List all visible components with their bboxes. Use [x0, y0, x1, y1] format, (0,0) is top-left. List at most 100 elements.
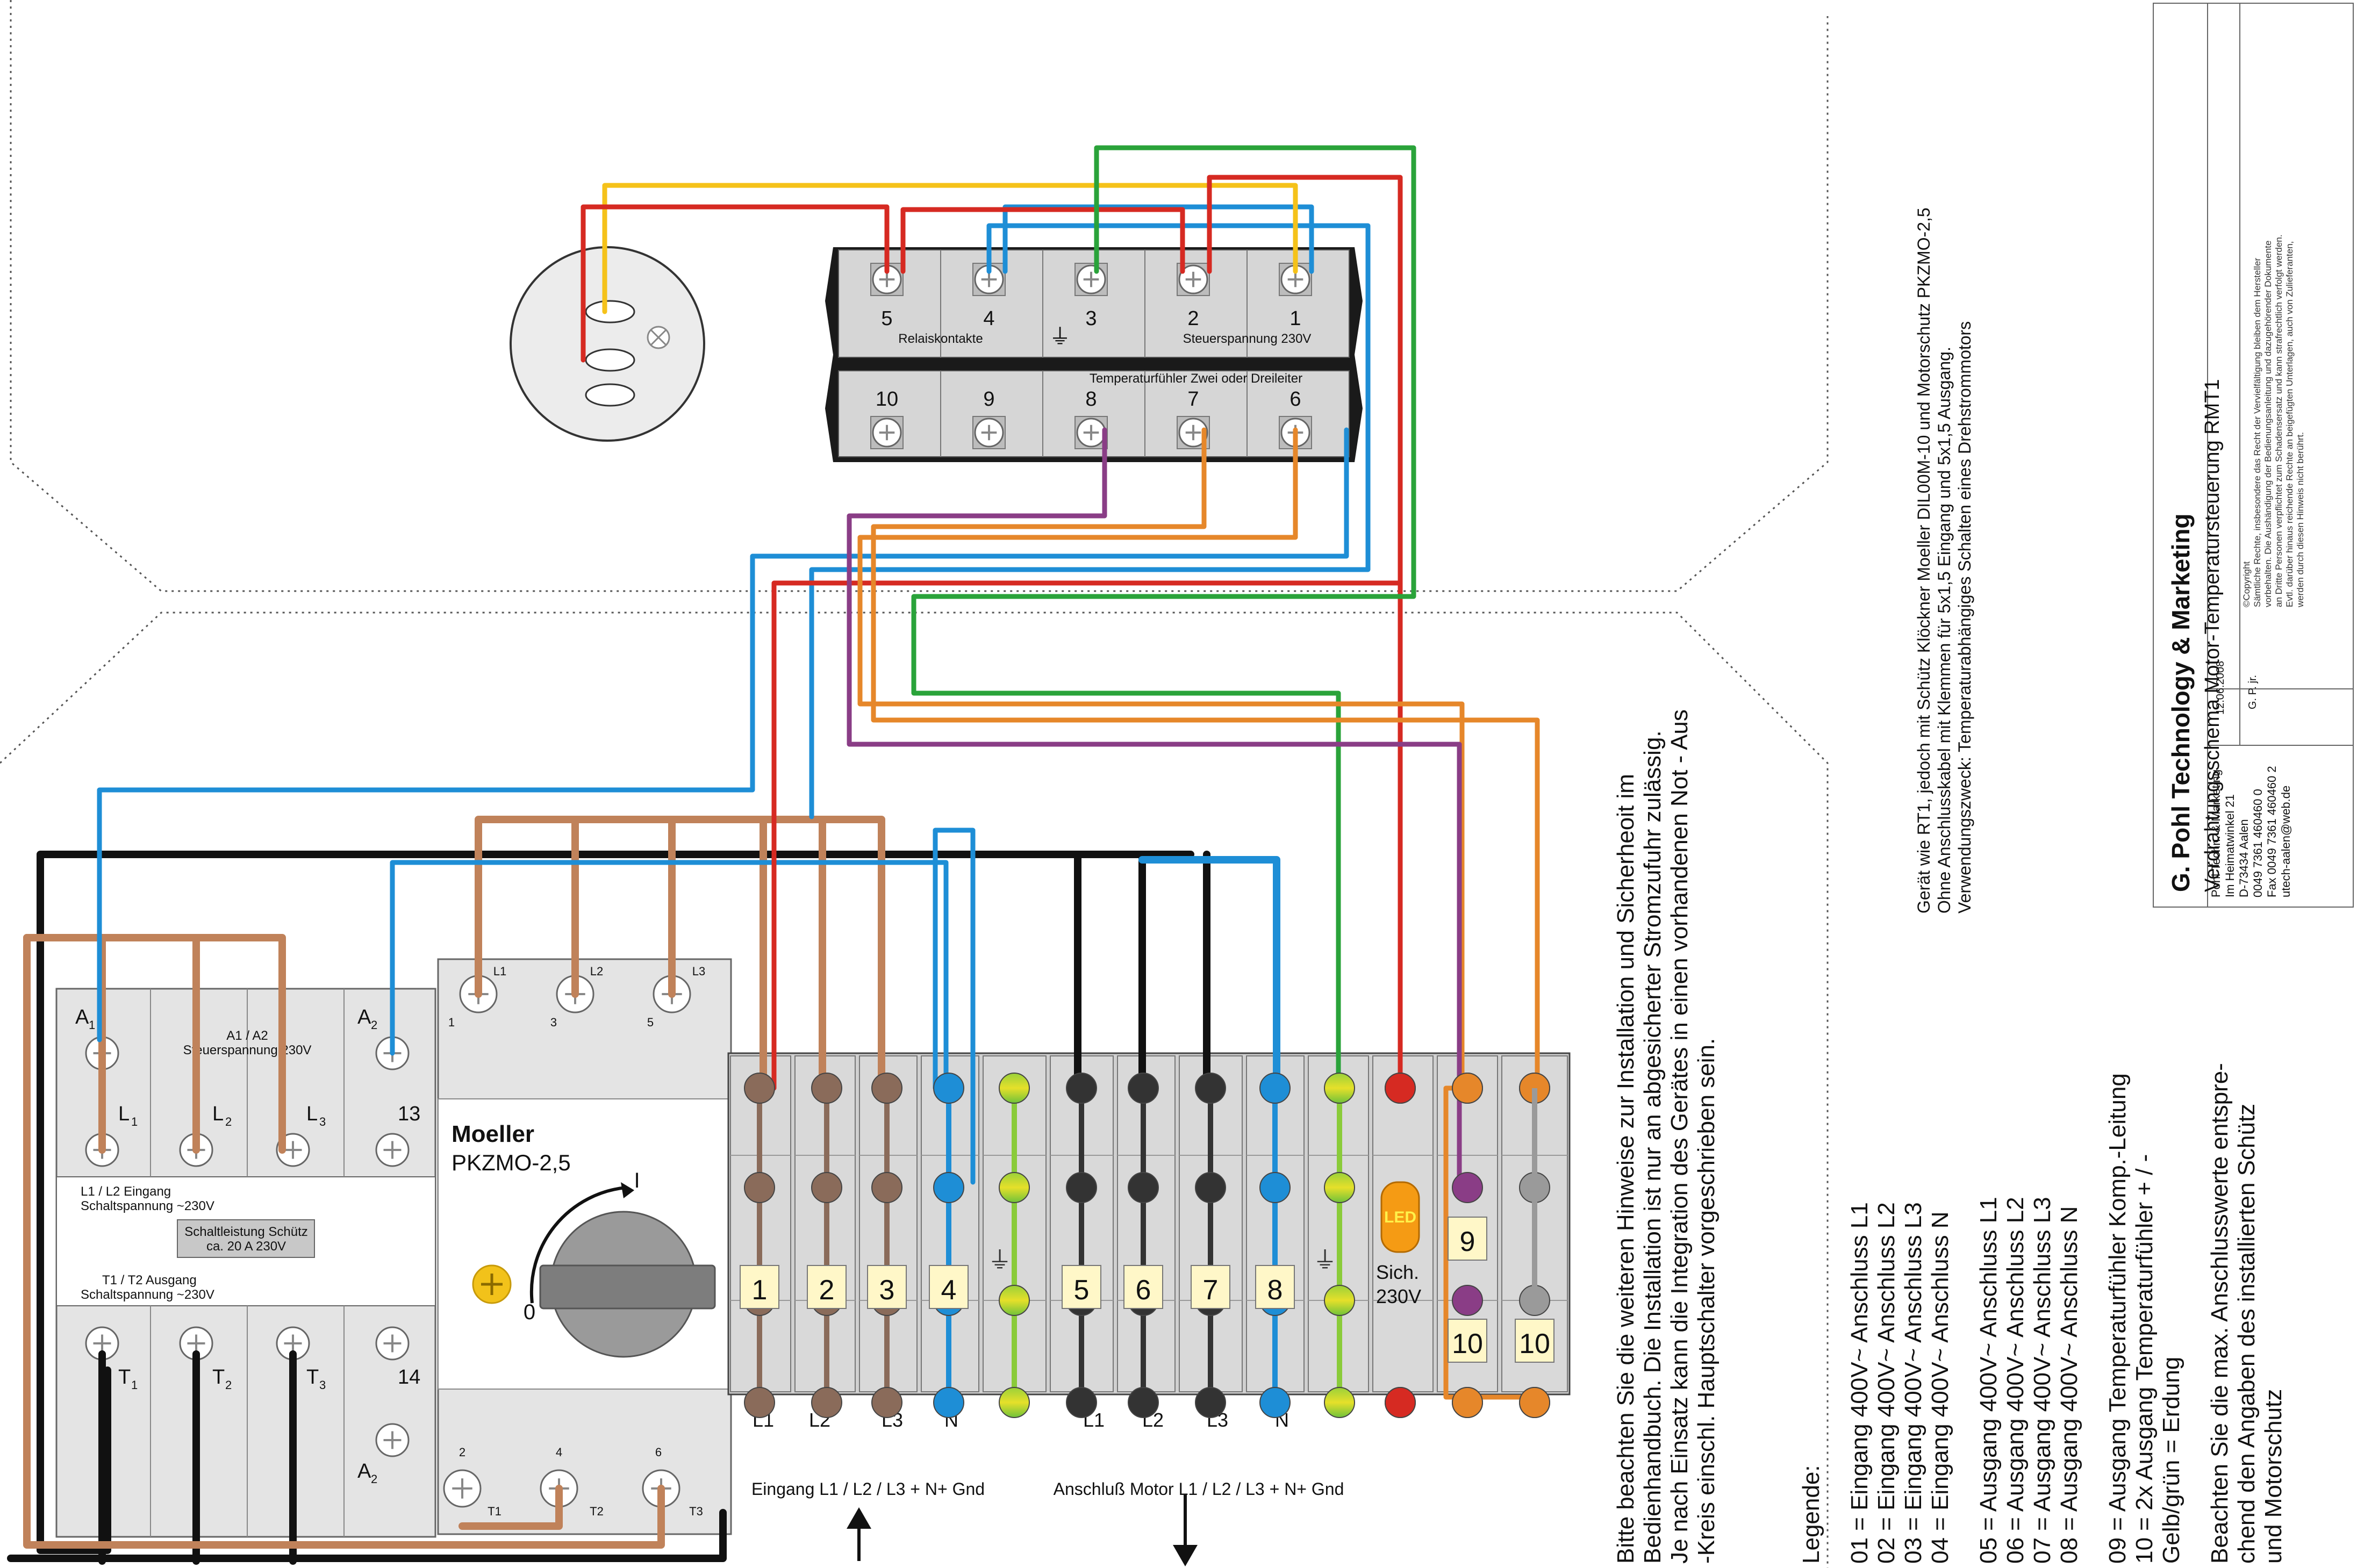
terminal-screw — [974, 418, 1004, 448]
protector-bottom-number-6: 6 — [655, 1445, 662, 1459]
wire-brown-left — [23, 934, 665, 1549]
legend-item: 07 = Ausgang 400V~ Anschluss L3 — [2029, 1197, 2055, 1564]
motor-caption: Anschluß Motor L1 / L2 / L3 + N+ Gnd — [1054, 1479, 1344, 1499]
copyright-line: an Dritte Personen verpflichtet zum Scha… — [2274, 234, 2284, 607]
terminal-number-label: 4 — [929, 1265, 969, 1309]
contactor: A 1 A 2 A1 / A2 Steuerspannung 230V L 1 … — [55, 988, 436, 1538]
wire-red-plug — [581, 204, 890, 363]
terminal-number-label: 8 — [1255, 1265, 1295, 1309]
legend-item: 04 = Eingang 400V~ Anschluss N — [1927, 1211, 1953, 1564]
wire-blue-relay4 — [809, 223, 1371, 819]
contactor-l-input-1: L1 / L2 Eingang — [81, 1184, 171, 1199]
relay-screws — [870, 263, 1312, 449]
legend-item: 06 = Ausgang 400V~ Anschluss L2 — [2002, 1197, 2029, 1564]
contactor-a2-label: A — [357, 1006, 371, 1028]
strip-terminal — [999, 1073, 1030, 1104]
fuse-label-1: Sich. — [1376, 1261, 1419, 1283]
strip-terminal — [811, 1172, 842, 1203]
protector-bottom-number-4: 4 — [556, 1445, 562, 1459]
notice-line-3: Je nach Einsatz kann die Integration des… — [1666, 709, 1693, 1564]
protector-top-terminal-l3: L3 — [692, 965, 705, 978]
wire-blue-n-out — [1138, 856, 1280, 1092]
relay-top-number-5: 5 — [881, 307, 892, 330]
contactor-l1-sub: 1 — [131, 1115, 138, 1128]
switch-off-label: 0 — [524, 1300, 535, 1324]
relay-top-number-2: 2 — [1187, 307, 1199, 330]
contactor-l-input-2: Schaltspannung ~230V — [81, 1199, 214, 1213]
terminal-number-label: 7 — [1191, 1265, 1230, 1309]
terminal-number: 10 — [1452, 1328, 1483, 1360]
protector-top-number-1: 1 — [448, 1016, 455, 1029]
terminal-screw — [1076, 264, 1106, 294]
contactor-rating-2: ca. 20 A 230V — [206, 1239, 286, 1254]
rotary-switch-handle — [539, 1264, 716, 1310]
legend-note: und Motorschutz — [2260, 1389, 2287, 1564]
strip-terminal — [871, 1387, 902, 1418]
protector-bottom-terminal-t1: T1 — [488, 1505, 502, 1518]
contact-info: Pohl Techn. & Marketing Im Heimatwinkel … — [2209, 766, 2293, 897]
relay-bottom-number-6: 6 — [1289, 388, 1301, 411]
strip-terminal — [744, 1387, 775, 1418]
device-note: Gerät wie RT1, jedoch mit Schütz Klöckne… — [1914, 207, 1975, 914]
terminal-number: 9 — [1460, 1226, 1475, 1257]
contactor-a1-label: A — [75, 1006, 89, 1028]
strip-terminal — [1066, 1073, 1097, 1104]
terminal-screw — [872, 264, 902, 294]
protector-bottom-terminal-t2: T2 — [590, 1505, 604, 1518]
fuse — [1380, 1181, 1420, 1253]
legend-item: 05 = Ausgang 400V~ Anschluss L1 — [1975, 1197, 2002, 1564]
legend-item: 09 = Ausgang Temperaturfühler Komp.-Leit… — [2104, 1073, 2131, 1564]
relay-top-number-4: 4 — [983, 307, 994, 330]
legend-title: Legende: — [1798, 1465, 1824, 1564]
relay-top-number-3: 3 — [1085, 307, 1097, 330]
strip-terminal — [1128, 1387, 1159, 1418]
terminal-number-label: 3 — [867, 1265, 907, 1309]
copyright-title: ©Copyright — [2241, 561, 2252, 607]
notice-line-2: Bedienhandbuch. Die Installation ist nur… — [1639, 730, 1666, 1564]
strip-terminal — [1195, 1073, 1226, 1104]
motor-protector: Moeller PKZMO-2,5 L1 L2 L3 1 3 5 2 4 6 T… — [437, 958, 732, 1535]
strip-terminal — [999, 1387, 1030, 1418]
terminal-number-label: 6 — [1123, 1265, 1163, 1309]
legend-note: Beachten Sie die max. Anschlusswerte ent… — [2206, 1063, 2233, 1564]
terminal-screw — [375, 1133, 410, 1167]
strip-terminal — [999, 1172, 1030, 1203]
contactor-l1-label: L — [118, 1103, 130, 1125]
ground-symbol: ⏚ — [1049, 325, 1071, 349]
wire-orange-7 — [871, 427, 1540, 1091]
strip-terminal — [1519, 1387, 1550, 1418]
terminal-number-label: 9 — [1448, 1217, 1487, 1261]
strip-terminal — [1452, 1073, 1483, 1104]
strip-terminal — [1066, 1387, 1097, 1418]
fuse-label-2: 230V — [1376, 1285, 1421, 1307]
terminal-number-label: 1 — [740, 1265, 779, 1309]
contactor-t-output-2: Schaltspannung ~230V — [81, 1288, 214, 1302]
legend: Legende: 01 = Eingang 400V~ Anschluss L1… — [1798, 1063, 2287, 1564]
output-arrow — [1173, 1494, 1198, 1566]
strip-terminal — [933, 1073, 964, 1104]
contactor-a2-sub: 2 — [371, 1018, 377, 1032]
terminal-number: 4 — [941, 1275, 957, 1306]
strip-terminal — [1259, 1172, 1291, 1203]
copyright-line: Evtl. darüber hinaus reichende Rechte an… — [2284, 241, 2295, 607]
contactor-a1-sub: 1 — [89, 1018, 95, 1032]
title-block-grid — [2207, 4, 2353, 907]
contactor-t2-sub: 2 — [225, 1378, 232, 1392]
input-arrow — [847, 1507, 871, 1561]
contactor-t3-sub: 3 — [319, 1378, 326, 1392]
terminal-number: 1 — [752, 1275, 768, 1306]
contactor-a2-bottom-sub: 2 — [371, 1472, 377, 1486]
legend-note: chend den Angaben des installierten Schü… — [2233, 1103, 2260, 1564]
device-note-line-2: Ohne Anschlusskabel mit Klemmen für 5x1,… — [1935, 347, 1954, 914]
legend-item: 08 = Ausgang 400V~ Anschluss N — [2056, 1206, 2082, 1564]
strip-terminal — [811, 1073, 842, 1104]
contactor-l3-sub: 3 — [319, 1115, 326, 1128]
wire-red-relay2 — [900, 207, 1185, 274]
terminal-screw — [1076, 418, 1106, 448]
strip-terminal — [1324, 1073, 1355, 1104]
relay-bottom-number-7: 7 — [1187, 388, 1199, 411]
strip-terminal — [1385, 1073, 1416, 1104]
input-caption: Eingang L1 / L2 / L3 + N+ Gnd — [751, 1479, 985, 1499]
